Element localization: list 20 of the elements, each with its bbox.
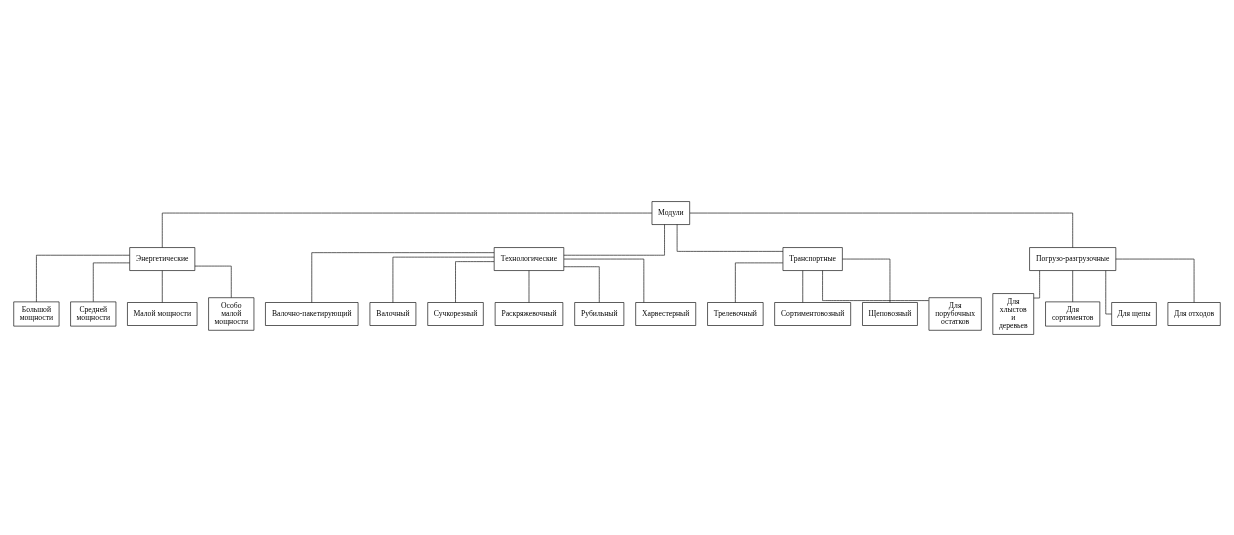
connector — [1072, 269, 1073, 302]
connector — [36, 254, 130, 302]
connector — [1105, 269, 1112, 314]
connector — [161, 269, 163, 303]
connector — [1115, 258, 1195, 303]
connector — [563, 265, 600, 303]
connector — [392, 256, 495, 303]
connector — [822, 269, 929, 301]
connector — [161, 212, 653, 248]
connector — [455, 260, 495, 303]
connector — [842, 258, 891, 303]
connector — [1033, 269, 1040, 298]
connector — [802, 269, 804, 303]
connector — [311, 251, 495, 303]
connector — [676, 223, 784, 252]
connector — [735, 262, 784, 303]
connector — [689, 212, 1073, 248]
connector — [528, 269, 530, 303]
connector — [563, 258, 645, 303]
connector — [563, 223, 665, 256]
